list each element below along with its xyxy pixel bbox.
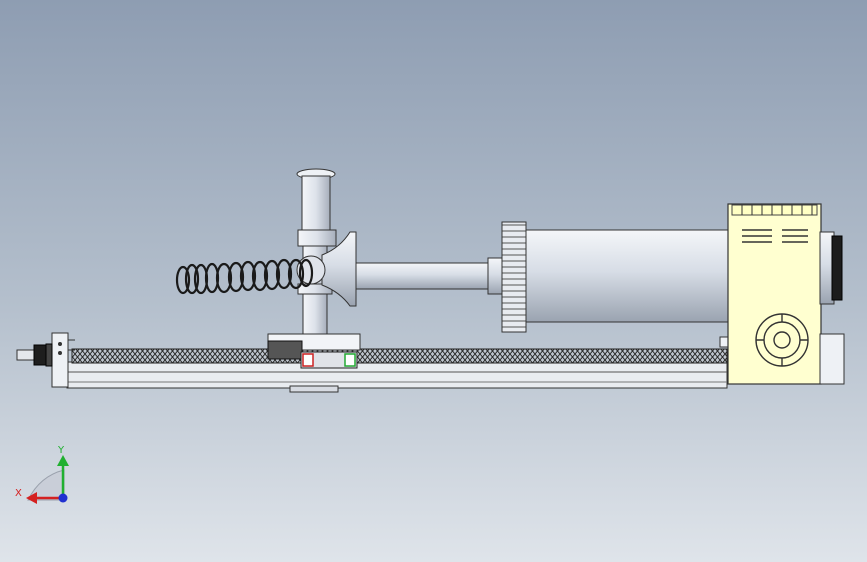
lead-screw <box>71 348 728 364</box>
coil-spring[interactable] <box>175 258 314 295</box>
z-axis-point <box>58 493 68 503</box>
fan-grille-icon <box>755 313 809 367</box>
control-box[interactable] <box>727 203 822 385</box>
center-hub[interactable] <box>296 231 357 307</box>
coordinate-triad: Y X <box>15 445 69 504</box>
cylinder-bolt <box>719 336 729 348</box>
rear-connector[interactable] <box>819 231 845 385</box>
spur-gear[interactable] <box>501 221 527 333</box>
adjustment-knob[interactable] <box>16 343 53 367</box>
slide-carriage[interactable] <box>267 333 361 369</box>
y-axis-label: Y <box>57 445 65 456</box>
vertical-post[interactable] <box>296 168 337 335</box>
linear-rail[interactable] <box>66 361 728 393</box>
left-end-bracket[interactable] <box>51 332 75 388</box>
vent-slots <box>742 229 808 243</box>
x-axis-label: X <box>15 488 22 499</box>
horizontal-shaft[interactable] <box>355 257 503 295</box>
motor-cylinder[interactable] <box>525 229 729 323</box>
